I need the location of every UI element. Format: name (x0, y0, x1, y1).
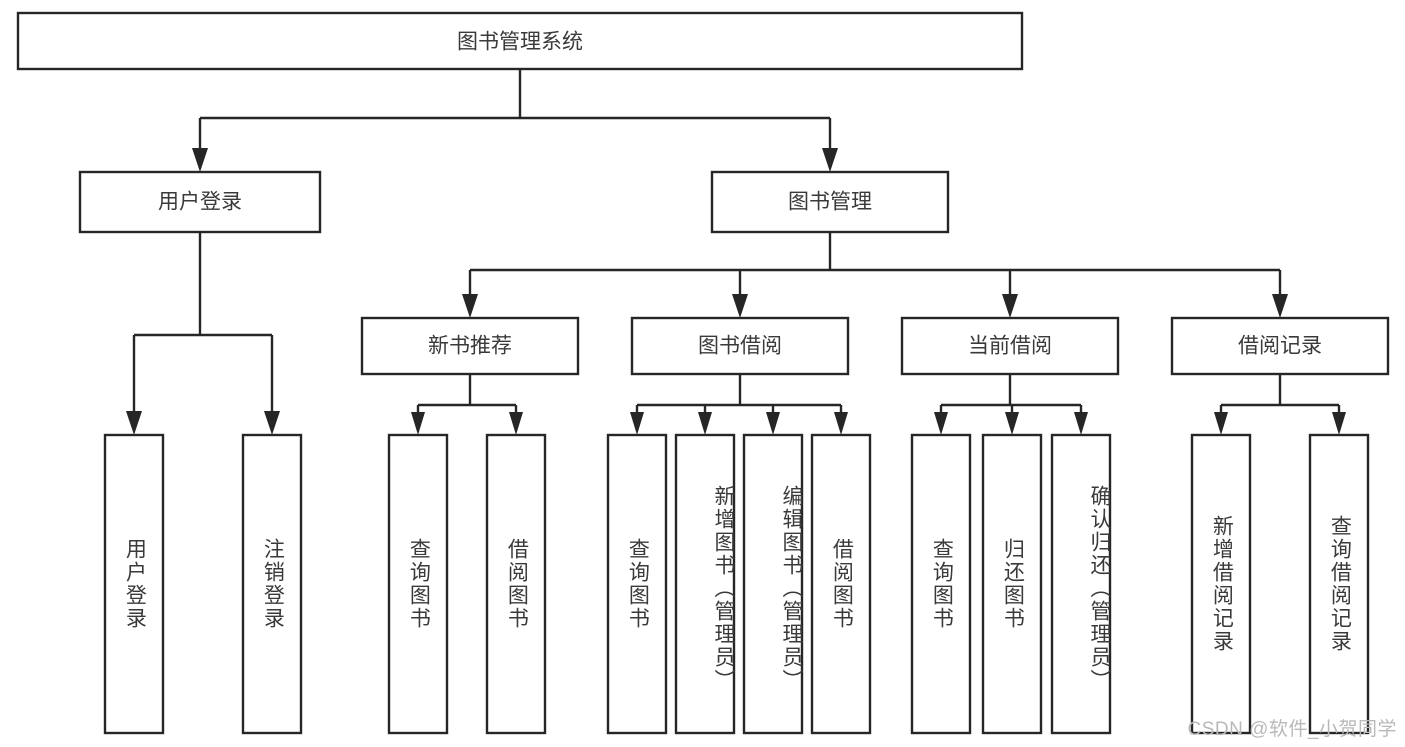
arrow-head-book-manage (822, 148, 838, 172)
leaf-label-query-book-1: 查询图书 (407, 538, 431, 630)
connector-group-root-to-level2 (192, 69, 838, 172)
arrow-head-record-leaf-2 (1332, 412, 1346, 435)
leaf-box-query-book-3[interactable] (910, 433, 972, 735)
leaf-label-return-book: 归还图书 (1001, 538, 1025, 630)
leaf-box-borrow-book-1[interactable] (485, 433, 547, 735)
leaf-box-logout[interactable] (241, 433, 303, 735)
node-current-borrow-box[interactable] (900, 316, 1120, 376)
leaf-label-borrow-book-2: 借阅图书 (830, 538, 854, 630)
arrow-head-newbook-leaf-2 (509, 412, 523, 435)
leaf-label-add-book-admin: 新增图书（管理员） (712, 484, 735, 692)
arrow-head-newbook-leaf-1 (411, 412, 425, 435)
leaf-box-user-login[interactable] (103, 433, 165, 735)
node-book-management[interactable]: 图书管理 (710, 170, 950, 234)
node-new-book-recommend-label: 新书推荐 (428, 335, 512, 358)
node-new-book-recommend-box[interactable] (360, 316, 580, 376)
node-book-management-label: 图书管理 (788, 191, 872, 214)
leaf-label-add-record: 新增借阅记录 (1210, 515, 1234, 653)
node-borrow-record-label: 借阅记录 (1238, 335, 1322, 358)
leaf-box-add-book-admin[interactable] (674, 433, 736, 735)
arrow-head-borrow (732, 294, 748, 318)
leaf-label-borrow-book-1: 借阅图书 (505, 538, 529, 630)
arrow-head-leaf-logout (264, 411, 280, 435)
node-root-label: 图书管理系统 (457, 31, 583, 54)
node-book-borrow-label: 图书借阅 (698, 335, 782, 358)
connector-group-borrow-to-leaves (630, 374, 848, 435)
leaf-label-user-login: 用户登录 (123, 538, 147, 630)
leaf-box-query-book-1[interactable] (387, 433, 449, 735)
leaf-label-logout: 注销登录 (261, 538, 285, 630)
arrow-head-current (1002, 294, 1018, 318)
leaf-box-return-book[interactable] (981, 433, 1043, 735)
node-root-box[interactable] (16, 11, 1024, 71)
arrow-head-borrow-leaf-3 (766, 412, 780, 435)
arrow-head-borrow-leaf-1 (630, 412, 644, 435)
node-borrow-record-box[interactable] (1170, 316, 1390, 376)
node-borrow-record[interactable]: 借阅记录 (1170, 316, 1390, 376)
node-user-login[interactable]: 用户登录 (78, 170, 322, 234)
connector-group-current-to-leaves (934, 374, 1088, 435)
connector-group-record-to-leaves (1214, 374, 1346, 435)
arrow-head-current-leaf-1 (934, 412, 948, 435)
leaf-label-edit-book-admin: 编辑图书（管理员） (780, 484, 803, 692)
node-book-borrow[interactable]: 图书借阅 (630, 316, 850, 376)
leaf-box-group (103, 433, 1370, 735)
node-new-book-recommend[interactable]: 新书推荐 (360, 316, 580, 376)
node-user-login-label: 用户登录 (158, 191, 242, 214)
arrow-head-current-leaf-3 (1074, 412, 1088, 435)
node-current-borrow[interactable]: 当前借阅 (900, 316, 1120, 376)
leaf-label-query-record: 查询借阅记录 (1328, 515, 1352, 653)
connector-group-bookmanage-to-level3 (462, 232, 1288, 318)
node-book-borrow-box[interactable] (630, 316, 850, 376)
arrow-head-record (1272, 294, 1288, 318)
arrow-head-leaf-user-login (126, 411, 142, 435)
leaf-box-query-book-2[interactable] (606, 433, 668, 735)
arrow-head-borrow-leaf-4 (834, 412, 848, 435)
leaf-label-confirm-return: 确认归还（管理员） (1088, 484, 1111, 692)
arrow-head-current-leaf-2 (1005, 412, 1019, 435)
leaf-box-confirm-return[interactable] (1050, 433, 1112, 735)
node-user-login-box[interactable] (78, 170, 322, 234)
connector-group-userlogin-to-leaves (126, 232, 280, 435)
leaf-box-query-record[interactable] (1308, 433, 1370, 735)
node-book-management-box[interactable] (710, 170, 950, 234)
leaf-box-edit-book-admin[interactable] (742, 433, 804, 735)
arrow-head-newbook (462, 294, 478, 318)
leaf-label-query-book-2: 查询图书 (626, 538, 650, 630)
leaf-box-borrow-book-2[interactable] (810, 433, 872, 735)
connector-group-newbook-to-leaves (411, 374, 523, 435)
leaf-label-query-book-3: 查询图书 (930, 538, 954, 630)
arrow-head-borrow-leaf-2 (698, 412, 712, 435)
csdn-watermark: CSDN @软件_小贺同学 (1187, 719, 1397, 740)
arrow-head-user-login (192, 148, 208, 172)
node-root-system[interactable]: 图书管理系统 (16, 11, 1024, 71)
leaf-box-add-record[interactable] (1190, 433, 1252, 735)
arrow-head-record-leaf-1 (1214, 412, 1228, 435)
node-current-borrow-label: 当前借阅 (968, 335, 1052, 358)
